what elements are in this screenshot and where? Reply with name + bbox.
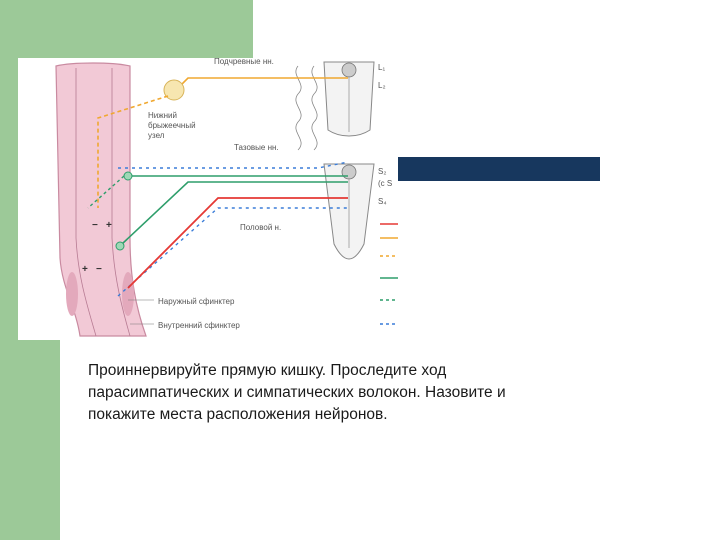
innervation-diagram: Подчревные нн. L₁ L₂ Нижний брыжеечный у… [55, 57, 398, 337]
spinal-cord-lumbar [323, 61, 375, 137]
spinal-cord-sacral [323, 163, 375, 260]
label-lumbar-1: L₁ [378, 63, 385, 72]
green-top-band [0, 0, 253, 60]
sympathetic-trunk [311, 65, 318, 151]
parasympathetic-fiber [121, 181, 348, 245]
pudendal-somatic-fiber [127, 197, 348, 289]
label-sacral-to: (с S [378, 179, 392, 188]
sign-minus-upper: − [92, 220, 98, 231]
parasympathetic-ganglion [123, 171, 133, 181]
rectum-lumen-line [75, 68, 97, 337]
label-lumbar-2: L₂ [378, 81, 386, 90]
parasympathetic-postganglionic-fiber [87, 175, 125, 209]
label-pudendal-nerve: Половой н. [240, 223, 281, 232]
sympathetic-postganglionic-fiber [97, 95, 169, 208]
label-sacral-2: S₂ [378, 167, 386, 176]
label-external-sphincter: Наружный сфинктер [158, 297, 235, 306]
rectum-lumen-line [111, 68, 131, 337]
parasympathetic-ganglion [115, 241, 125, 251]
internal-sphincter-shape [122, 272, 134, 316]
internal-sphincter-shape [66, 272, 78, 316]
label-sacral-4: S₄ [378, 197, 387, 206]
label-pelvic-nerves: Тазовые нн. [234, 143, 279, 152]
sign-minus-lower: − [96, 264, 102, 275]
sign-plus-upper: + [106, 220, 112, 231]
slide-caption: Проиннервируйте прямую кишку. Проследите… [88, 362, 506, 423]
afferent-fiber [118, 161, 349, 169]
inferior-mesenteric-ganglion [163, 79, 185, 101]
afferent-fiber [117, 207, 348, 297]
label-ganglion-line3: узел [148, 131, 165, 140]
legend [380, 223, 398, 325]
sympathetic-trunk [295, 65, 302, 151]
label-ganglion-line1: Нижний [148, 111, 177, 120]
label-internal-sphincter: Внутренний сфинктер [158, 321, 240, 330]
sympathetic-fiber [177, 77, 348, 89]
label-ganglion-line2: брыжеечный [148, 121, 196, 130]
sign-plus-lower: + [82, 264, 88, 275]
label-hypogastric-nerves: Подчревные нн. [214, 58, 274, 66]
rectum-innervation-figure: Подчревные нн. L₁ L₂ Нижний брыжеечный у… [18, 57, 398, 340]
